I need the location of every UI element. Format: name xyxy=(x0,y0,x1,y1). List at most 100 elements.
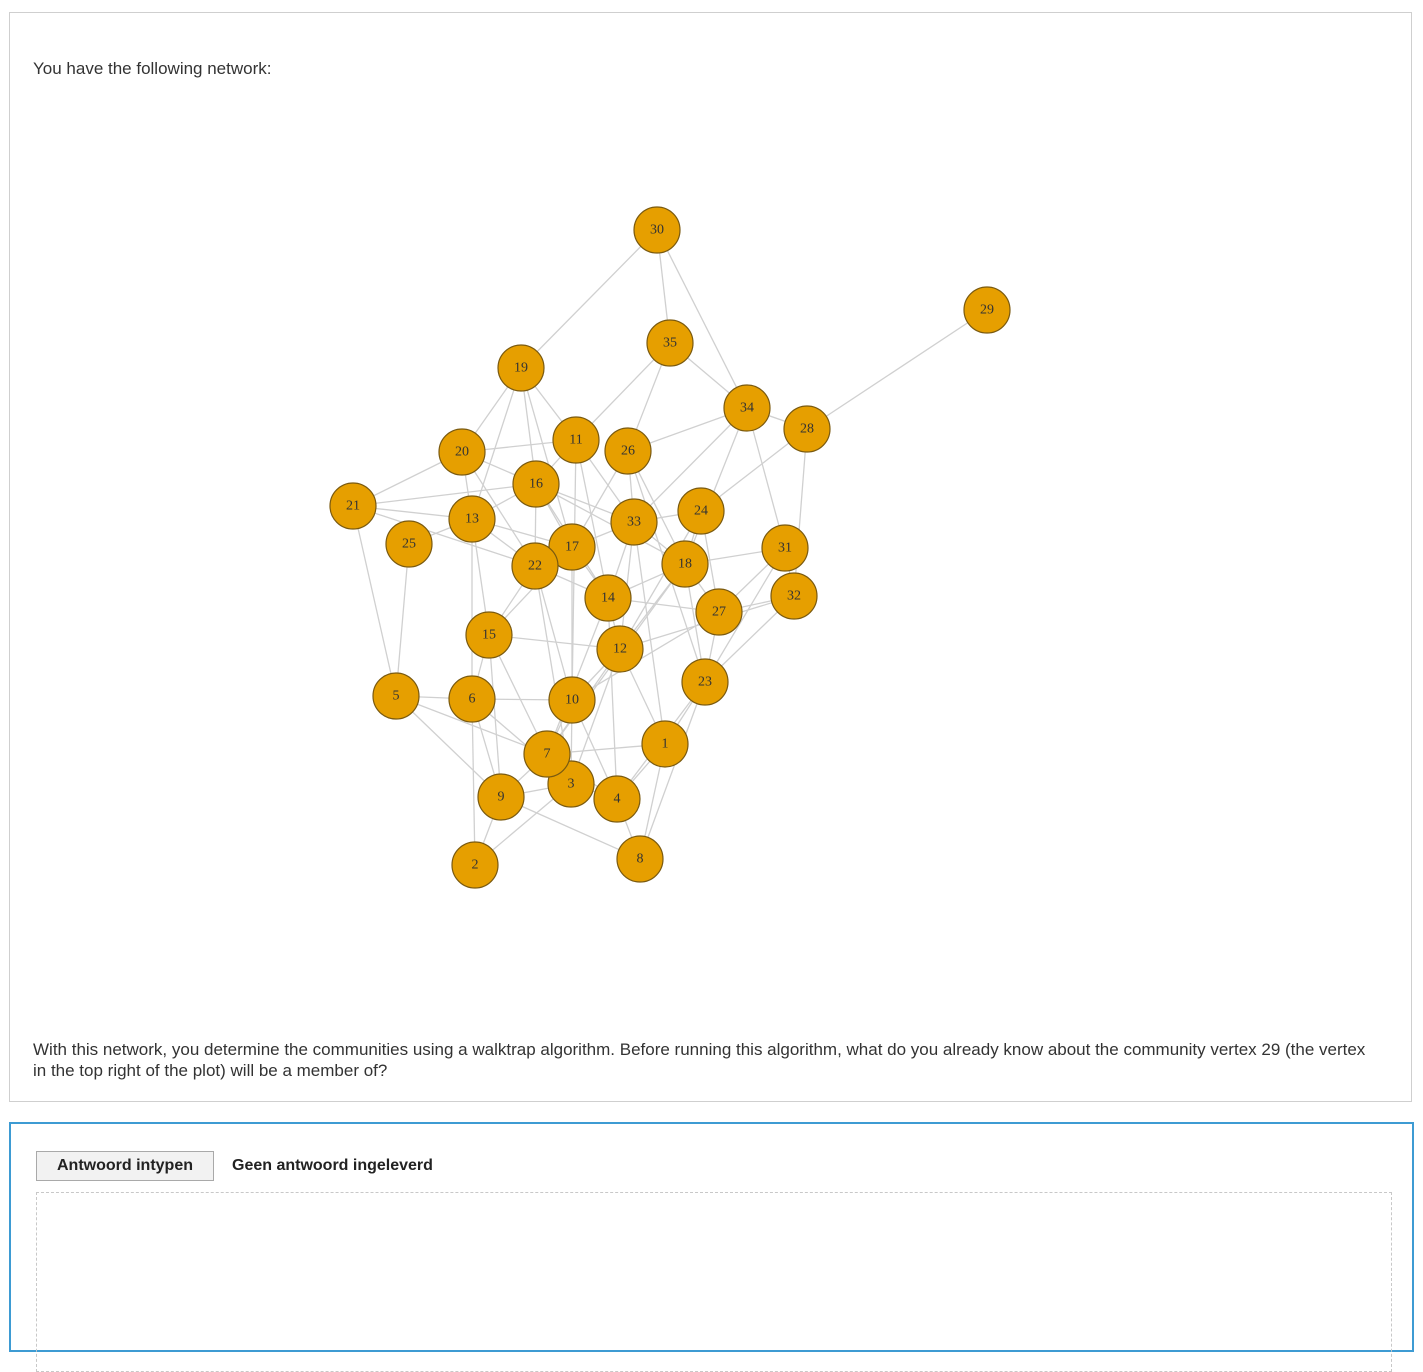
vertex-label: 10 xyxy=(565,693,579,708)
type-answer-button[interactable]: Antwoord intypen xyxy=(36,1151,214,1181)
network-edge-11-14 xyxy=(575,439,609,599)
vertex-circle xyxy=(761,524,809,572)
vertex-label: 8 xyxy=(637,852,644,867)
network-edge-19-17 xyxy=(520,367,573,548)
vertex-label: 22 xyxy=(528,559,542,574)
network-vertex-8: 8 xyxy=(616,835,664,883)
network-vertex-24: 24 xyxy=(677,487,725,535)
network-vertex-7: 7 xyxy=(523,730,571,778)
network-vertex-32: 32 xyxy=(770,572,818,620)
vertex-circle xyxy=(552,416,600,464)
vertex-circle xyxy=(616,835,664,883)
vertex-circle xyxy=(438,428,486,476)
vertex-label: 17 xyxy=(565,540,579,555)
network-edge-30-34 xyxy=(656,229,748,409)
network-vertex-9: 9 xyxy=(477,773,525,821)
vertex-circle xyxy=(610,498,658,546)
network-edge-34-31 xyxy=(746,407,786,549)
network-vertex-1: 1 xyxy=(641,720,689,768)
answer-status: Geen antwoord ingeleverd xyxy=(232,1157,433,1174)
network-edge-33-1 xyxy=(633,521,666,745)
vertex-circle xyxy=(385,520,433,568)
vertex-circle xyxy=(646,319,694,367)
network-edge-23-8 xyxy=(639,681,706,860)
network-vertex-25: 25 xyxy=(385,520,433,568)
vertex-label: 9 xyxy=(498,790,505,805)
network-vertex-23: 23 xyxy=(681,658,729,706)
vertex-circle xyxy=(584,574,632,622)
vertex-label: 16 xyxy=(529,477,543,492)
network-vertex-12: 12 xyxy=(596,625,644,673)
question-panel: You have the following network: With thi… xyxy=(9,12,1412,1102)
vertex-circle xyxy=(783,405,831,453)
vertex-label: 29 xyxy=(980,303,994,318)
vertex-circle xyxy=(633,206,681,254)
vertex-label: 13 xyxy=(465,512,479,527)
network-edge-21-22 xyxy=(352,505,536,567)
network-vertex-21: 21 xyxy=(329,482,377,530)
vertex-circle xyxy=(695,588,743,636)
vertex-circle xyxy=(329,482,377,530)
vertex-label: 34 xyxy=(740,401,754,416)
vertex-circle xyxy=(465,611,513,659)
network-vertex-27: 27 xyxy=(695,588,743,636)
vertex-circle xyxy=(448,495,496,543)
vertex-circle xyxy=(372,672,420,720)
network-vertex-26: 26 xyxy=(604,427,652,475)
network-vertex-14: 14 xyxy=(584,574,632,622)
vertex-label: 24 xyxy=(694,504,708,519)
vertex-circle xyxy=(451,841,499,889)
vertex-circle xyxy=(477,773,525,821)
network-vertex-6: 6 xyxy=(448,675,496,723)
network-vertex-2: 2 xyxy=(451,841,499,889)
vertex-label: 25 xyxy=(402,537,416,552)
network-vertex-19: 19 xyxy=(497,344,545,392)
vertex-circle xyxy=(661,540,709,588)
vertex-label: 30 xyxy=(650,223,664,238)
question-intro: You have the following network: xyxy=(33,59,272,78)
vertex-label: 33 xyxy=(627,515,641,530)
network-edge-15-9 xyxy=(488,634,502,798)
vertex-label: 21 xyxy=(346,499,360,514)
network-edge-21-16 xyxy=(352,483,537,507)
network-vertex-31: 31 xyxy=(761,524,809,572)
vertex-label: 12 xyxy=(613,642,627,657)
vertex-circle xyxy=(511,542,559,590)
vertex-label: 28 xyxy=(800,422,814,437)
network-vertex-5: 5 xyxy=(372,672,420,720)
network-vertex-34: 34 xyxy=(723,384,771,432)
vertex-circle xyxy=(497,344,545,392)
network-edge-25-5 xyxy=(395,543,410,697)
network-edge-28-32 xyxy=(793,428,808,597)
vertex-circle xyxy=(596,625,644,673)
network-vertex-17: 17 xyxy=(548,523,596,571)
vertex-circle xyxy=(512,460,560,508)
answer-input-area[interactable] xyxy=(36,1192,1392,1372)
vertex-circle xyxy=(723,384,771,432)
vertex-label: 27 xyxy=(712,605,726,620)
vertex-label: 1 xyxy=(662,737,669,752)
vertex-circle xyxy=(963,286,1011,334)
vertex-label: 18 xyxy=(678,557,692,572)
vertex-label: 14 xyxy=(601,591,615,606)
vertex-label: 11 xyxy=(569,433,582,448)
network-vertex-13: 13 xyxy=(448,495,496,543)
vertex-label: 3 xyxy=(568,777,575,792)
network-edge-6-2 xyxy=(471,698,476,866)
vertex-label: 4 xyxy=(614,792,621,807)
vertex-circle xyxy=(677,487,725,535)
network-edge-27-10 xyxy=(571,611,720,701)
network-vertex-20: 20 xyxy=(438,428,486,476)
network-edge-24-12 xyxy=(619,510,702,650)
vertex-circle xyxy=(548,676,596,724)
answer-panel: Antwoord intypen Geen antwoord ingelever… xyxy=(9,1122,1414,1372)
vertex-label: 26 xyxy=(621,444,635,459)
vertex-circle xyxy=(641,720,689,768)
network-vertex-11: 11 xyxy=(552,416,600,464)
vertex-circle xyxy=(681,658,729,706)
network-edge-29-28 xyxy=(806,309,988,430)
vertex-circle xyxy=(548,523,596,571)
network-vertex-35: 35 xyxy=(646,319,694,367)
network-edge-5-7 xyxy=(395,695,548,755)
